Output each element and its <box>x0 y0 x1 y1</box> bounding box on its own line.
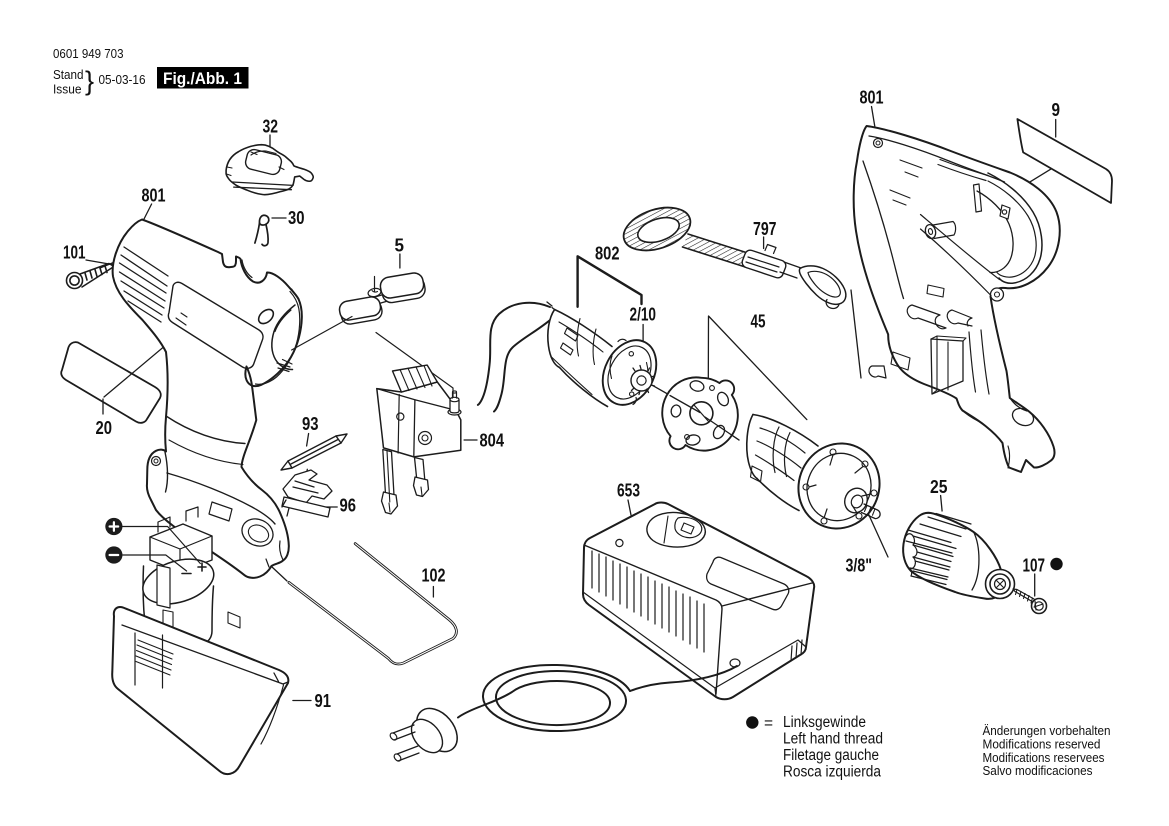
svg-text:Fig./Abb. 1: Fig./Abb. 1 <box>163 69 242 88</box>
svg-text:=: = <box>764 715 773 732</box>
svg-text:Linksgewinde: Linksgewinde <box>783 714 866 731</box>
svg-text:102: 102 <box>422 566 446 586</box>
svg-text:Modifications reserved: Modifications reserved <box>983 738 1101 752</box>
svg-text:30: 30 <box>288 208 305 228</box>
svg-text:Stand: Stand <box>53 67 84 82</box>
svg-text:3/8": 3/8" <box>846 556 873 576</box>
svg-text:Left hand thread: Left hand thread <box>783 731 883 748</box>
svg-text:653: 653 <box>617 481 640 501</box>
svg-text:107: 107 <box>1023 556 1046 576</box>
svg-text:801: 801 <box>860 88 884 108</box>
svg-text:802: 802 <box>595 244 620 264</box>
svg-text:Issue: Issue <box>53 82 82 97</box>
svg-text:2/10: 2/10 <box>630 305 657 325</box>
svg-text:Modifications reservees: Modifications reservees <box>983 751 1105 765</box>
svg-text:45: 45 <box>751 312 766 332</box>
svg-text:101: 101 <box>63 243 86 263</box>
svg-text:Rosca izquierda: Rosca izquierda <box>783 764 881 781</box>
svg-text:96: 96 <box>340 496 357 516</box>
svg-text:05-03-16: 05-03-16 <box>99 72 146 87</box>
svg-text:20: 20 <box>96 418 113 438</box>
svg-text:Filetage gauche: Filetage gauche <box>783 747 879 764</box>
svg-text:0601 949 703: 0601 949 703 <box>53 46 124 61</box>
svg-text:Salvo modificaciones: Salvo modificaciones <box>983 764 1093 778</box>
svg-text:93: 93 <box>302 414 319 434</box>
svg-text:}: } <box>85 66 94 96</box>
svg-text:5: 5 <box>395 236 405 256</box>
svg-text:Änderungen vorbehalten: Änderungen vorbehalten <box>983 724 1111 738</box>
svg-text:804: 804 <box>480 431 505 451</box>
svg-text:91: 91 <box>315 691 332 711</box>
svg-text:25: 25 <box>930 477 948 497</box>
svg-text:797: 797 <box>753 219 777 239</box>
svg-text:32: 32 <box>263 117 279 137</box>
svg-text:801: 801 <box>142 186 166 206</box>
svg-text:9: 9 <box>1052 100 1061 120</box>
